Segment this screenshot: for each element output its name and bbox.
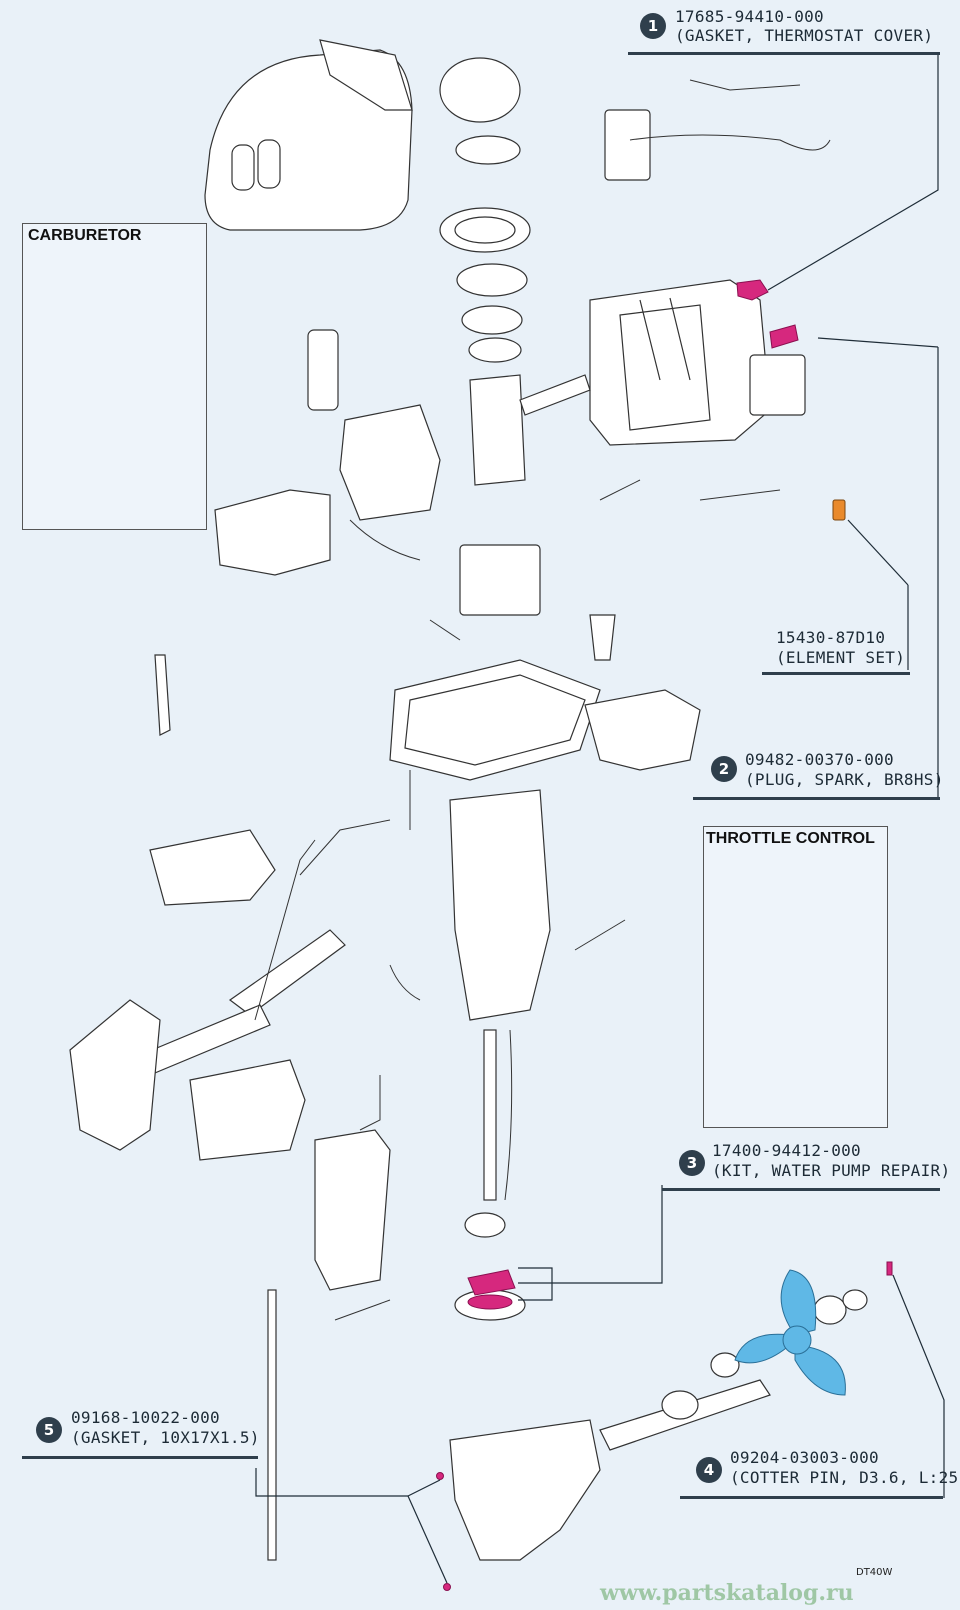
callout-rule-4 [680,1496,943,1499]
element-set-rule [762,672,910,675]
watermark: www.partskatalog.ru [600,1580,854,1606]
clamp-bracket-right [314,1129,391,1291]
carburetor-inset [22,223,207,530]
callout-part-no-2: 09482-00370-000 [745,750,894,769]
highlight-water-pump-impeller [467,1269,516,1296]
starter-motor [307,329,339,411]
gear-case [449,1419,601,1561]
callout-rule-3 [662,1188,940,1191]
callout-rule-5 [22,1456,258,1459]
callout-desc-2: (PLUG, SPARK, BR8HS) [745,770,944,789]
engine-cover [204,49,413,231]
callout-rule-1 [628,52,940,55]
callout-part-no-4: 09204-03003-000 [730,1448,879,1467]
propeller [734,1269,846,1396]
intake-manifold [214,489,331,576]
drive-shaft-housing [449,789,551,1021]
highlight-element-set [832,499,846,521]
swivel-bracket [149,829,276,906]
highlight-spark-plug [769,324,799,349]
swivel-case [189,1059,306,1161]
callout-part-no-1: 17685-94410-000 [675,7,824,26]
model-code: DT40W [856,1567,893,1578]
callout-badge-2: 2 [711,756,737,782]
element-set-part-no: 15430-87D10 [776,628,886,647]
bottom-cowl [584,689,701,771]
callout-badge-1: 1 [640,13,666,39]
callout-desc-3: (KIT, WATER PUMP REPAIR) [712,1161,951,1180]
callout-desc-4: (COTTER PIN, D3.6, L:25) [730,1468,960,1487]
callout-badge-3: 3 [679,1150,705,1176]
callout-badge-5: 5 [36,1417,62,1443]
recoil-starter [439,57,521,123]
highlight-gasket-upper [436,1472,444,1480]
clamp-bracket-left [69,999,161,1151]
ignition-module [604,109,651,181]
crankcase [339,404,441,521]
callout-part-no-3: 17400-94412-000 [712,1141,861,1160]
callout-part-no-5: 09168-10022-000 [71,1408,220,1427]
callout-rule-2 [693,797,940,800]
tiller-handle [228,929,346,1016]
highlight-gasket-lower [443,1583,451,1591]
callout-desc-5: (GASKET, 10X17X1.5) [71,1428,260,1447]
carburetor-inset-title: CARBURETOR [28,227,142,244]
callout-desc-1: (GASKET, THERMOSTAT COVER) [675,26,934,45]
crankshaft [469,374,526,486]
throttle-control-inset-title: THROTTLE CONTROL [706,830,875,847]
callout-badge-4: 4 [696,1457,722,1483]
drive-shaft [483,1029,497,1201]
highlight-thermostat-gasket [736,279,769,301]
element-set-desc: (ELEMENT SET) [776,648,906,667]
throttle-control-inset [703,826,888,1128]
highlight-cotter-pin [886,1261,893,1276]
